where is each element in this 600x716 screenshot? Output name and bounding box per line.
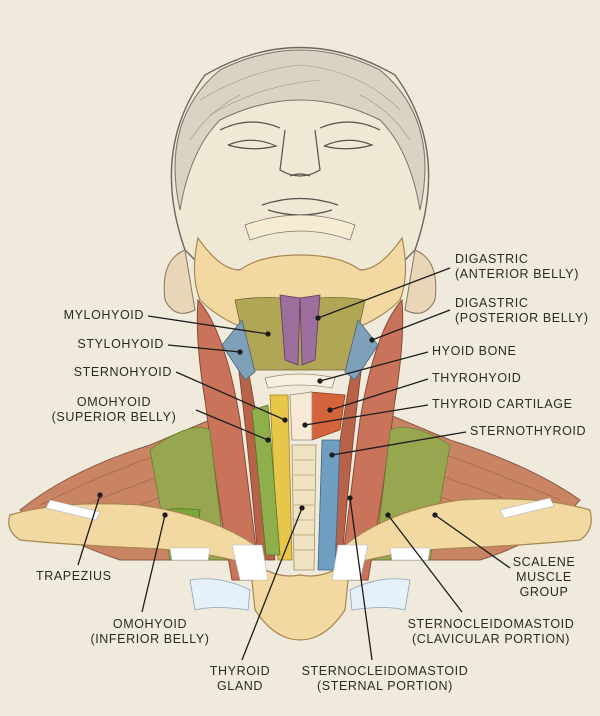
leader-hyoid-bone [319, 351, 429, 382]
leader-scm-sternal [349, 497, 373, 661]
leader-thyrohyoid [329, 378, 429, 411]
leader-thyroid-gland [241, 507, 303, 661]
leader-scm-clavicular [387, 514, 463, 613]
leader-sternohyoid [175, 371, 286, 421]
thyroid-cartilage [289, 391, 313, 441]
hair-strands [189, 64, 411, 141]
leader-omohyoid-superior [195, 409, 269, 441]
digastric-anterior-2 [299, 294, 321, 366]
tendons [45, 497, 555, 581]
omohyoid-superior [251, 404, 281, 556]
label-omohyoid-inferior: OMOHYOID (INFERIOR BELLY) [90, 617, 210, 646]
rib-right [349, 578, 411, 611]
leader-digastric-anterior [317, 267, 451, 319]
label-mylohyoid: MYLOHYOID [63, 308, 144, 322]
ear-left [163, 249, 196, 314]
label-digastric-anterior: DIGASTRIC (ANTERIOR BELLY) [455, 252, 579, 281]
leader-omohyoid-inferior [141, 514, 166, 613]
label-digastric-posterior: DIGASTRIC (POSTERIOR BELLY) [455, 296, 589, 325]
leader-thyroid-cartilage [304, 404, 429, 426]
rib-left [189, 578, 251, 611]
hyoid-bone [264, 373, 336, 389]
label-sternohyoid: STERNOHYOID [73, 365, 172, 379]
label-omohyoid-superior: OMOHYOID (SUPERIOR BELLY) [51, 395, 177, 424]
teeth [244, 214, 356, 241]
label-sternothyroid: STERNOTHYROID [470, 424, 587, 438]
label-stylohyoid: STYLOHYOID [77, 337, 164, 351]
leader-mylohyoid [147, 315, 269, 335]
leader-digastric-posterior [371, 309, 451, 341]
label-scm-sternal: STERNOCLEIDOMASTOID (STERNAL PORTION) [301, 664, 469, 693]
label-scalene: SCALENE MUSCLE GROUP [512, 555, 576, 599]
hair [174, 49, 426, 211]
label-thyrohyoid: THYROHYOID [432, 371, 522, 385]
label-thyroid-cartilage: THYROID CARTILAGE [432, 397, 573, 411]
leader-sternothyroid [331, 431, 467, 456]
digastric-posterior [344, 319, 379, 381]
leader-lines [77, 267, 511, 661]
digastric-anterior [279, 294, 301, 366]
leader-stylohyoid [167, 344, 241, 353]
label-hyoid-bone: HYOID BONE [432, 344, 517, 358]
label-thyroid-gland: THYROID GLAND [209, 664, 271, 693]
sternum [249, 558, 351, 641]
label-scm-clavicular: STERNOCLEIDOMASTOID (CLAVICULAR PORTION) [407, 617, 575, 646]
label-trapezius: TRAPEZIUS [36, 569, 112, 583]
ear-right [404, 249, 437, 314]
leader-trapezius [77, 494, 101, 566]
leader-scalene [434, 514, 511, 569]
